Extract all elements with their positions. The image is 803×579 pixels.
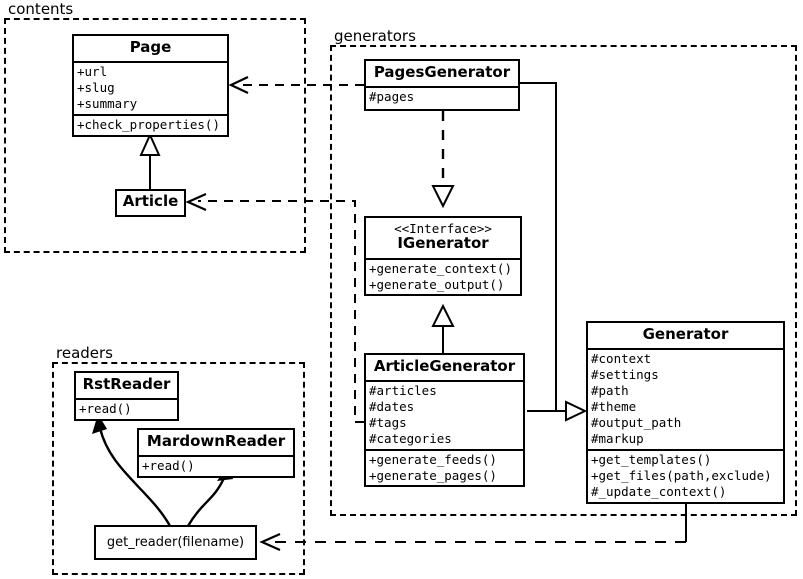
method: +get_files(path,exclude) bbox=[591, 467, 772, 483]
class-rst-reader-name: RstReader bbox=[82, 375, 171, 393]
class-pages-generator-name: PagesGenerator bbox=[373, 63, 511, 81]
class-article-generator[interactable]: ArticleGenerator #articles #dates #tags … bbox=[364, 353, 525, 487]
attribute: #context bbox=[591, 350, 652, 366]
attribute: #categories bbox=[369, 430, 452, 446]
class-page-attributes: +url +slug +summary bbox=[74, 60, 227, 114]
class-generator-attributes: #context #settings #path #theme #output_… bbox=[588, 347, 783, 449]
class-page-name: Page bbox=[129, 38, 172, 56]
function-get-reader-label: get_reader(filename) bbox=[106, 535, 245, 550]
edge-generators-inherit-generator bbox=[520, 82, 588, 422]
method: +check_properties() bbox=[77, 116, 220, 132]
method: +generate_pages() bbox=[369, 467, 497, 483]
package-readers bbox=[52, 362, 305, 575]
class-pages-generator-attributes: #pages bbox=[366, 85, 518, 107]
class-article-generator-attributes: #articles #dates #tags #categories bbox=[366, 379, 523, 449]
package-readers-label: readers bbox=[54, 344, 115, 362]
package-contents-label: contents bbox=[6, 0, 76, 18]
method: +read() bbox=[79, 400, 132, 416]
function-get-reader[interactable]: get_reader(filename) bbox=[94, 525, 257, 560]
class-article-generator-methods: +generate_feeds() +generate_pages() bbox=[366, 448, 523, 486]
method: +generate_output() bbox=[369, 277, 505, 293]
attribute: #tags bbox=[369, 414, 407, 430]
class-page[interactable]: Page +url +slug +summary +check_properti… bbox=[72, 34, 229, 137]
attribute: #output_path bbox=[591, 414, 682, 430]
edge-articlegenerator-depends-article bbox=[185, 192, 364, 423]
edge-articlegenerator-inherits-igenerator bbox=[431, 303, 455, 355]
edge-article-inherits-page bbox=[139, 132, 161, 189]
class-article[interactable]: Article bbox=[115, 189, 186, 217]
edge-get-reader-returns-rstreader bbox=[92, 414, 172, 527]
attribute: +summary bbox=[77, 95, 138, 111]
class-page-methods: +check_properties() bbox=[74, 113, 227, 135]
method: #_update_context() bbox=[591, 483, 727, 499]
edge-pagesgenerator-depends-page bbox=[228, 76, 364, 94]
class-rst-reader[interactable]: RstReader +read() bbox=[74, 371, 179, 421]
method: +generate_context() bbox=[369, 261, 512, 277]
class-mardown-reader[interactable]: MardownReader +read() bbox=[137, 428, 295, 478]
attribute: #settings bbox=[591, 366, 659, 382]
package-contents bbox=[4, 18, 306, 253]
attribute: #markup bbox=[591, 430, 644, 446]
attribute: +slug bbox=[77, 79, 115, 95]
edge-generator-depends-get-reader bbox=[259, 504, 687, 552]
class-article-generator-name: ArticleGenerator bbox=[373, 357, 516, 375]
class-rst-reader-methods: +read() bbox=[76, 397, 177, 419]
attribute: #dates bbox=[369, 398, 415, 414]
class-igenerator-stereotype: <<Interface>> bbox=[394, 221, 492, 236]
package-generators bbox=[330, 45, 797, 516]
attribute: #articles bbox=[369, 382, 437, 398]
class-pages-generator[interactable]: PagesGenerator #pages bbox=[364, 59, 520, 111]
class-igenerator[interactable]: <<Interface>> IGenerator +generate_conte… bbox=[364, 216, 522, 296]
method: +read() bbox=[142, 457, 195, 473]
attribute: #pages bbox=[369, 88, 415, 104]
attribute: #theme bbox=[591, 398, 637, 414]
class-igenerator-methods: +generate_context() +generate_output() bbox=[366, 258, 520, 295]
method: +generate_feeds() bbox=[369, 451, 497, 467]
edge-pagesgenerator-realizes-igenerator bbox=[431, 111, 455, 209]
class-igenerator-name-block: <<Interface>> IGenerator bbox=[366, 218, 520, 258]
class-generator-methods: +get_templates() +get_files(path,exclude… bbox=[588, 448, 783, 502]
class-generator-name: Generator bbox=[642, 325, 729, 343]
package-generators-label: generators bbox=[332, 27, 418, 45]
class-mardown-reader-methods: +read() bbox=[139, 454, 293, 476]
attribute: +url bbox=[77, 63, 108, 79]
method: +get_templates() bbox=[591, 451, 712, 467]
class-generator[interactable]: Generator #context #settings #path #them… bbox=[586, 321, 785, 504]
class-igenerator-name: IGenerator bbox=[397, 234, 489, 253]
class-article-name: Article bbox=[122, 192, 179, 210]
attribute: #path bbox=[591, 382, 629, 398]
class-mardown-reader-name: MardownReader bbox=[146, 432, 286, 450]
